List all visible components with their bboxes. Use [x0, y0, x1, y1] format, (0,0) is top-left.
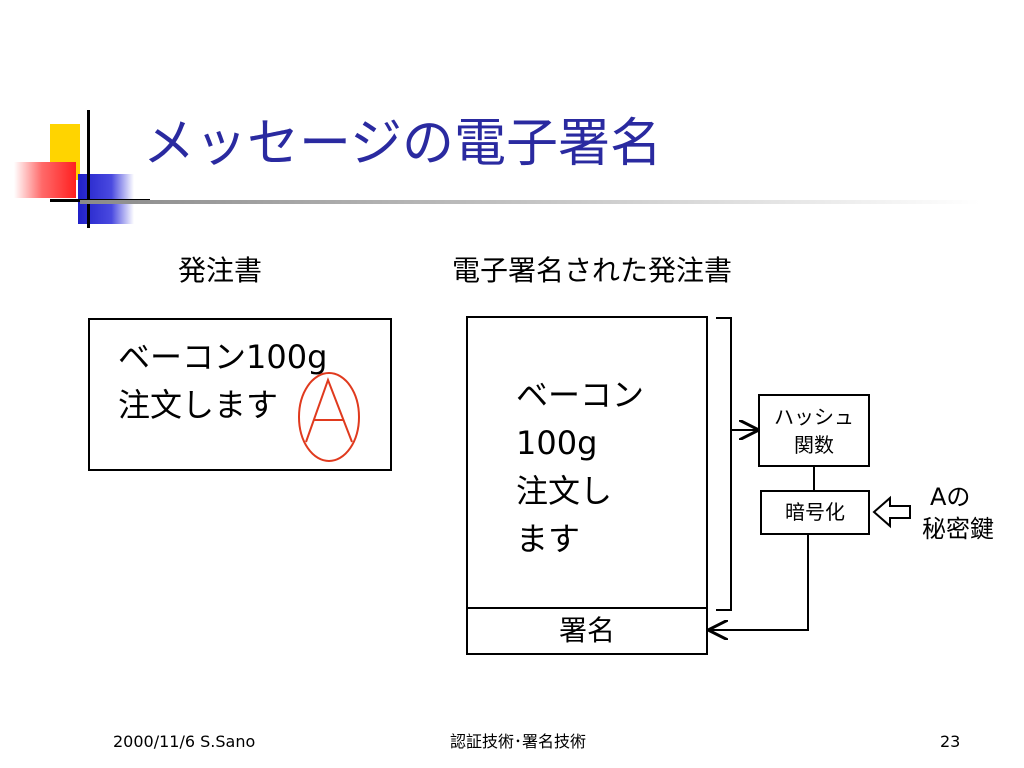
signed-doc-line4: ます	[516, 520, 581, 558]
private-key-label-line2: 秘密鍵	[922, 515, 994, 543]
decor-red-square	[14, 162, 76, 198]
signed-doc-line1: ベーコン	[516, 376, 645, 414]
slide-title: メッセージの電子署名	[143, 114, 662, 174]
order-form-caption: 発注書	[178, 254, 263, 287]
hash-label-line1: ハッシュ	[774, 405, 854, 429]
signed-doc-line3: 注文し	[516, 472, 613, 510]
decor-vertical-line	[87, 110, 90, 228]
signature-divider	[466, 607, 708, 609]
hash-label-line2: 関数	[794, 433, 834, 457]
footer-date-author: 2000/11/6 S.Sano	[113, 732, 256, 751]
encryption-label: 暗号化	[785, 500, 845, 524]
footer-topic: 認証技術･署名技術	[450, 732, 587, 751]
signed-doc-line2: 100g	[516, 424, 598, 462]
title-underline	[80, 200, 980, 204]
encryption-box	[760, 490, 870, 535]
private-key-label-line1: Aの	[930, 483, 971, 511]
order-form-line1: ベーコン100g	[118, 338, 328, 376]
hash-function-box	[758, 394, 870, 467]
signed-document-box	[466, 316, 708, 655]
encrypt-to-signature-line	[710, 535, 809, 630]
signature-field: 署名	[558, 614, 615, 647]
key-input-arrow	[872, 495, 911, 529]
seal-stamp	[298, 372, 360, 462]
footer-page-number: 23	[940, 732, 961, 751]
signed-order-caption: 電子署名された発注書	[452, 254, 733, 287]
message-bracket	[716, 317, 732, 611]
order-form-box	[88, 318, 392, 471]
order-form-line2: 注文します	[118, 386, 279, 424]
